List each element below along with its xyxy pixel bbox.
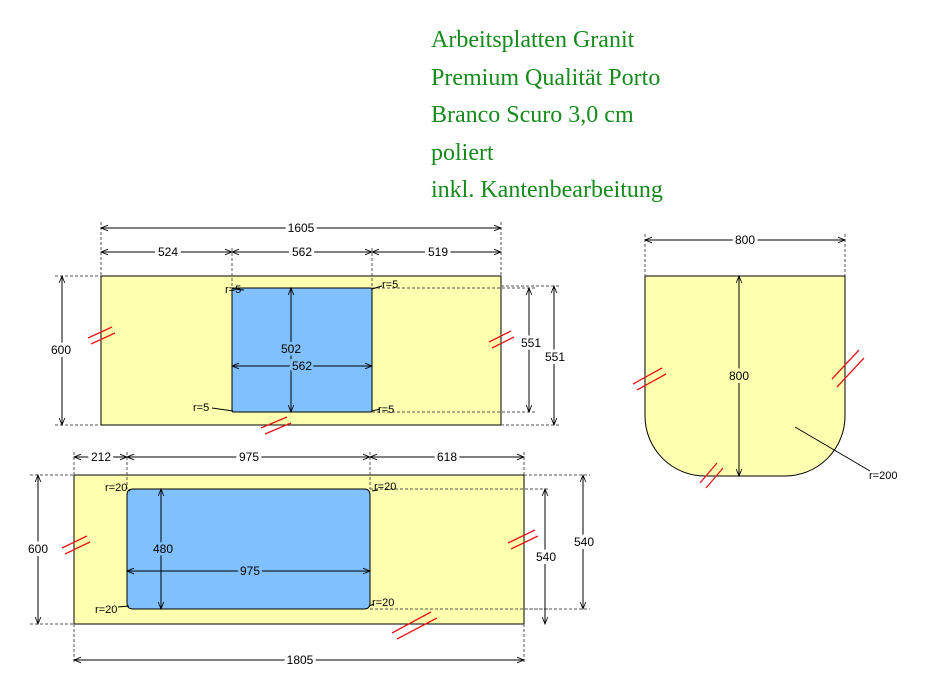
bottom-cutout-depth-label: 480 [153,542,173,556]
bottom-right-offset-label: 618 [437,450,457,464]
bottom-countertop-group: 212 975 618 1805 600 480 975 540 540 r=2… [25,447,597,670]
top-width-label: 1605 [288,221,315,235]
top-radius-bottom-right: r=5 [378,404,394,416]
side-radius-leader [794,426,871,472]
side-countertop [644,275,846,477]
bottom-radius-top-left: r=20 [105,482,127,494]
bottom-radius-bottom-right: r=20 [372,597,394,609]
title-line-finish: poliert [431,139,494,166]
bottom-radius-top-right: r=20 [374,481,396,493]
side-edge-marks [632,349,865,489]
side-depth-label: 800 [729,369,749,383]
side-countertop-group: 800 800 r=200 [632,230,897,489]
top-radius-top-right: r=5 [382,279,398,291]
bottom-right-inner-depth-label: 540 [536,550,556,564]
bottom-edge-marks [61,529,539,640]
bottom-sink-cutout [126,488,371,610]
title-line-quality: Premium Qualität Porto [431,64,661,91]
top-cutout-width-top-label: 562 [292,245,312,259]
bottom-right-outer-depth-label: 540 [574,535,594,549]
bottom-depth-label: 600 [28,542,48,556]
side-radius-label: r=200 [869,470,897,482]
side-width-label: 800 [735,233,755,247]
top-countertop-group: 1605 524 562 519 600 502 562 551 551 r=5… [48,218,568,435]
top-sink-cutout [231,287,373,413]
title-line-material: Arbeitsplatten Granit [431,27,635,53]
top-cutout-width-label: 562 [292,359,312,373]
bottom-left-offset-label: 212 [91,450,111,464]
top-right-offset-label: 519 [428,245,448,259]
title-block: Arbeitsplatten Granit Premium Qualität P… [431,22,663,210]
bottom-cutout-width-label: 975 [240,564,260,578]
bottom-radius-bottom-left: r=20 [95,604,117,616]
top-cutout-depth-label: 502 [281,342,301,356]
top-radius-top-left: r=5 [225,284,241,296]
top-right-inner-depth-label: 551 [521,336,541,350]
top-radius-bottom-left: r=5 [193,402,209,414]
bottom-cutout-width-top-label: 975 [239,450,259,464]
top-left-offset-label: 524 [158,245,178,259]
top-edge-marks [87,326,515,435]
bottom-extension-lines [30,452,590,664]
top-right-outer-depth-label: 551 [545,350,565,364]
bottom-width-label: 1805 [287,653,314,667]
top-depth-label: 600 [51,343,71,357]
title-line-color-thickness: Branco Scuro 3,0 cm [431,102,634,128]
title-line-edges: inkl. Kantenbearbeitung [431,177,663,203]
